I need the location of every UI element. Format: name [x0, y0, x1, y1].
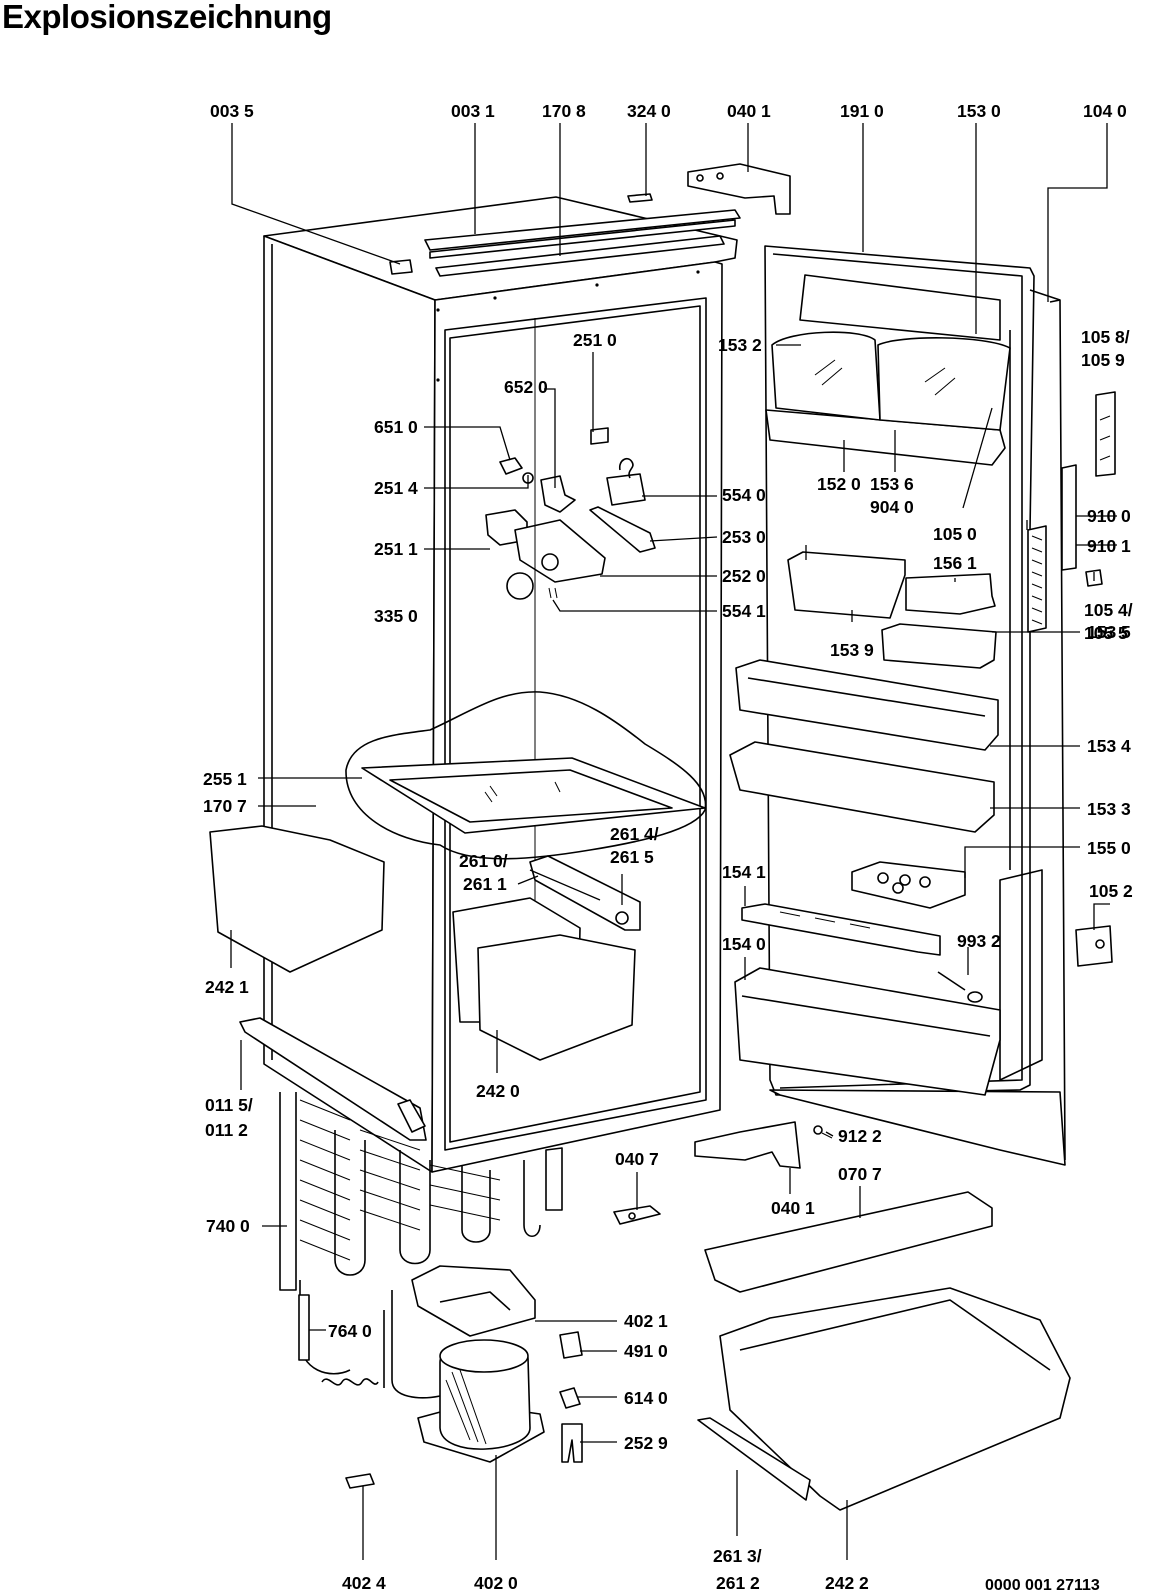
glass-shelf	[345, 691, 707, 860]
thermostat-light-assembly	[485, 318, 656, 940]
label-251-0: 251 0	[573, 330, 617, 350]
page-title: Explosionszeichnung	[2, 0, 332, 35]
electrical-parts	[345, 1331, 583, 1489]
label-261-5: 261 5	[610, 847, 654, 867]
compressor	[383, 1265, 545, 1463]
document-number: 0000 001 27113	[985, 1577, 1100, 1594]
label-155-0: 155 0	[1087, 838, 1131, 858]
label-910-0: 910 0	[1087, 506, 1131, 526]
label-153-6: 153 6	[870, 474, 914, 494]
label-153-5: 153 5	[1087, 622, 1131, 642]
label-153-0: 153 0	[957, 101, 1001, 121]
label-740-0: 740 0	[206, 1216, 250, 1236]
label-105-9: 105 9	[1081, 350, 1125, 370]
label-105-5: 105 5	[1084, 623, 1128, 643]
label-904-0: 904 0	[870, 497, 914, 517]
part-labels: 003 5 003 1 170 8 324 0 040 1 191 0 153 …	[203, 101, 1133, 1594]
label-261-1: 261 1	[463, 874, 507, 894]
door-assembly	[764, 245, 1066, 1166]
label-402-4: 402 4	[342, 1573, 386, 1593]
label-910-1: 910 1	[1087, 536, 1131, 556]
label-402-1: 402 1	[624, 1311, 668, 1331]
label-252-9: 252 9	[624, 1433, 668, 1453]
label-040-7: 040 7	[615, 1149, 659, 1169]
label-652-0: 652 0	[504, 377, 548, 397]
label-105-8: 105 8/	[1081, 327, 1130, 347]
label-251-1: 251 1	[374, 539, 418, 559]
bottom-tray-and-rail	[697, 1191, 1071, 1511]
label-040-1-bottom: 040 1	[771, 1198, 815, 1218]
label-253-0: 253 0	[722, 527, 766, 547]
label-154-0: 154 0	[722, 934, 766, 954]
label-261-4: 261 4/	[610, 824, 659, 844]
leader-lines	[230, 123, 1117, 1560]
label-993-2: 993 2	[957, 931, 1001, 951]
label-261-0: 261 0/	[459, 851, 508, 871]
label-153-2: 153 2	[718, 335, 762, 355]
label-242-1: 242 1	[205, 977, 249, 997]
label-152-0: 152 0	[817, 474, 861, 494]
label-191-0: 191 0	[840, 101, 884, 121]
label-255-1: 255 1	[203, 769, 247, 789]
label-105-0: 105 0	[933, 524, 977, 544]
label-491-0: 491 0	[624, 1341, 668, 1361]
label-105-2: 105 2	[1089, 881, 1133, 901]
label-554-1: 554 1	[722, 601, 766, 621]
temperature-sensor	[298, 1294, 379, 1386]
label-651-0: 651 0	[374, 417, 418, 437]
label-170-8: 170 8	[542, 101, 586, 121]
label-040-1-top: 040 1	[727, 101, 771, 121]
label-170-7: 170 7	[203, 796, 247, 816]
label-252-0: 252 0	[722, 566, 766, 586]
label-153-4: 153 4	[1087, 736, 1131, 756]
door-top-shelf	[765, 331, 1011, 466]
label-251-4: 251 4	[374, 478, 418, 498]
label-242-0: 242 0	[476, 1081, 520, 1101]
label-156-1: 156 1	[933, 553, 977, 573]
top-trim-strips	[389, 193, 741, 277]
label-003-5: 003 5	[210, 101, 254, 121]
label-011-2: 011 2	[205, 1120, 248, 1140]
label-554-0: 554 0	[722, 485, 766, 505]
label-324-0: 324 0	[627, 101, 671, 121]
door-side-parts	[1061, 391, 1116, 967]
label-153-9: 153 9	[830, 640, 874, 660]
label-614-0: 614 0	[624, 1388, 668, 1408]
door-bins	[729, 551, 1001, 1096]
hinges	[613, 163, 833, 1225]
label-912-2: 912 2	[838, 1126, 882, 1146]
bottom-rail	[239, 1017, 427, 1141]
label-335-0: 335 0	[374, 606, 418, 626]
label-153-3: 153 3	[1087, 799, 1131, 819]
label-003-1: 003 1	[451, 101, 495, 121]
label-070-7: 070 7	[838, 1164, 882, 1184]
label-154-1: 154 1	[722, 862, 766, 882]
label-402-0: 402 0	[474, 1573, 518, 1593]
crisper-bins	[209, 825, 636, 1061]
label-105-4: 105 4/	[1084, 600, 1133, 620]
label-104-0: 104 0	[1083, 101, 1127, 121]
label-261-3: 261 3/	[713, 1546, 762, 1566]
label-242-2: 242 2	[825, 1573, 869, 1593]
label-261-2: 261 2	[716, 1573, 760, 1593]
label-764-0: 764 0	[328, 1321, 372, 1341]
label-011-5: 011 5/	[205, 1095, 253, 1115]
